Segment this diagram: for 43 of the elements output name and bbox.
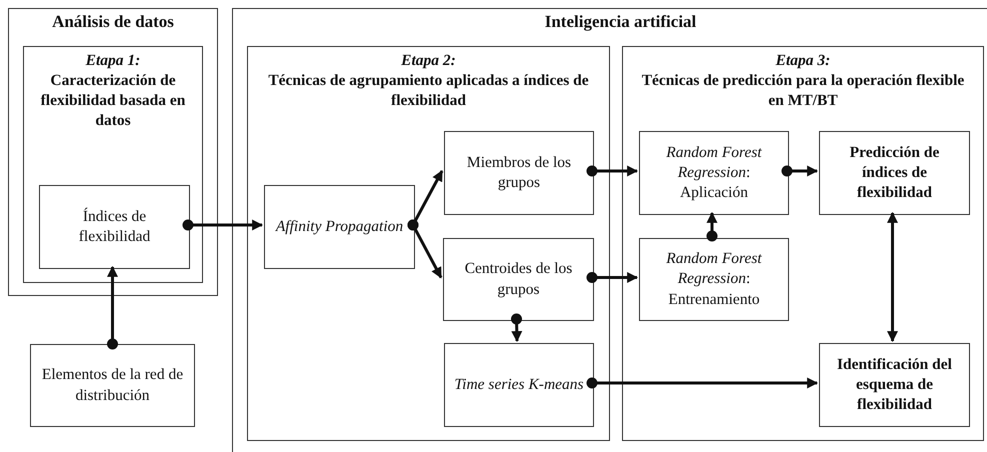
stage-title: Técnicas de agrupamiento aplicadas a índices de flexibilidad	[267, 71, 590, 112]
stage-label: Etapa 1:	[84, 51, 142, 71]
process-box	[443, 238, 594, 321]
box-text: Miembros de los grupos	[466, 152, 572, 193]
arrow	[182, 220, 264, 230]
arrow	[887, 212, 898, 342]
box-text: Identificación del esquema de flexibilidad	[836, 354, 953, 416]
section-title: Análisis de datos	[51, 11, 175, 33]
stage-label: Etapa 2:	[400, 51, 457, 71]
process-box	[264, 185, 415, 269]
arrow	[586, 378, 818, 388]
arrow	[586, 166, 638, 176]
box-text: Random Forest Regression: Entrenamiento	[665, 249, 763, 310]
arrow	[586, 272, 638, 283]
section-panel	[8, 8, 218, 296]
section-panel	[232, 8, 987, 452]
process-box	[444, 131, 594, 215]
process-box	[639, 238, 789, 321]
stage-title: Técnicas de predicción para la operación flexible en MT/BT	[640, 71, 966, 112]
arrow	[408, 220, 442, 278]
section-title: Inteligencia artificial	[544, 11, 698, 33]
arrow	[107, 266, 118, 350]
process-box	[39, 185, 190, 269]
stage-title: Caracterización de flexibilidad basada en datos	[40, 71, 186, 132]
process-box	[444, 343, 594, 427]
box-text: Affinity Propagation	[276, 216, 404, 237]
process-box	[639, 131, 789, 215]
stage-panel	[247, 46, 610, 441]
stage-panel	[23, 46, 203, 283]
stage-panel	[622, 46, 984, 441]
output-box	[819, 131, 970, 215]
box-text: Predicción de índices de flexibilidad	[848, 142, 940, 204]
output-box	[819, 343, 970, 427]
arrow	[782, 166, 818, 176]
box-text: Elementos de la red de distribución	[40, 365, 184, 406]
arrow	[706, 212, 718, 242]
box-text: Índices de flexibilidad	[78, 206, 152, 247]
input-box	[30, 344, 195, 427]
arrow	[511, 314, 522, 342]
box-text: Centroides de los grupos	[464, 259, 574, 300]
stage-label: Etapa 3:	[774, 51, 832, 71]
box-text: Random Forest Regression: Aplicación	[665, 142, 763, 204]
box-text: Time series K-means	[454, 374, 584, 395]
